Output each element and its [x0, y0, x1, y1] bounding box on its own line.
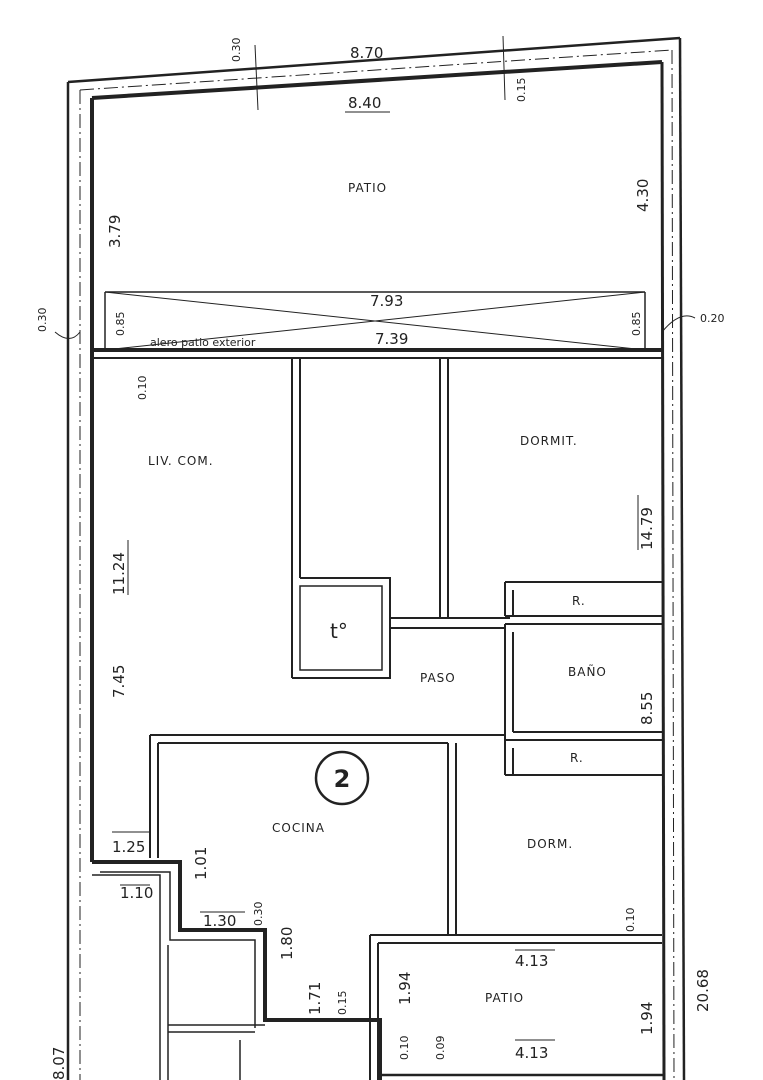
dim-194-right: 1.94 [638, 1002, 656, 1035]
wall-tcol-right [439, 358, 449, 618]
dim-194-left: 1.94 [396, 972, 414, 1005]
dim-739: 7.39 [375, 330, 408, 348]
dim-1124: 11.24 [110, 552, 128, 595]
wall-right-mid [671, 49, 675, 1080]
wall-kitchen-top [150, 734, 505, 744]
room-labels: PATIO LIV. COM. DORMIT. R. BAÑO R. t° PA… [148, 181, 607, 1005]
dim-101: 1.01 [192, 847, 210, 880]
dim-180: 1.80 [278, 927, 296, 960]
room-r2: R. [570, 751, 584, 765]
bano-walls [504, 624, 662, 740]
room-paso: PASO [420, 671, 456, 685]
leader-left [54, 331, 81, 339]
badge-number: 2 [334, 765, 351, 793]
room-t: t° [330, 619, 348, 643]
room-patio-top: PATIO [348, 181, 387, 195]
wall-top-inner [91, 60, 663, 100]
unit-badge: 2 [314, 750, 370, 806]
paso-top [390, 617, 510, 629]
patio-roof [92, 291, 662, 359]
badge-circle [314, 750, 370, 806]
wall-top-mid [79, 49, 673, 91]
dim-010-liv: 0.10 [136, 376, 149, 401]
dim-1479: 14.79 [638, 507, 656, 550]
dim-793: 7.93 [370, 292, 403, 310]
dim-009: 0.09 [434, 1036, 447, 1061]
dim-379: 3.79 [106, 215, 124, 248]
dim-171: 1.71 [306, 982, 324, 1015]
tick-1 [254, 44, 259, 111]
dim-015b: 0.15 [336, 991, 349, 1016]
dim-745: 7.45 [110, 665, 128, 698]
dimline-413 [515, 949, 555, 1041]
room-dormit: DORMIT. [520, 434, 578, 448]
dim-870: 8.70 [350, 44, 383, 62]
alero-label: alero patio exterior [150, 336, 256, 349]
dim-085-right: 0.85 [630, 312, 643, 337]
dim-125: 1.25 [112, 838, 145, 856]
wall-kitchen-left [149, 735, 159, 858]
dim-030-mid: 0.30 [252, 902, 265, 927]
dim-2068: 20.68 [694, 969, 712, 1012]
room-r1: R. [572, 594, 586, 608]
room-cocina: COCINA [272, 821, 325, 835]
dim-855: 8.55 [638, 692, 656, 725]
outer-walls [66, 36, 686, 1080]
dim-807: 8.07 [50, 1047, 68, 1080]
dimension-lines [54, 35, 696, 1041]
r1-box [504, 581, 662, 625]
dim-030-left: 0.30 [36, 308, 49, 333]
dim-030-top: 0.30 [230, 38, 243, 63]
leader-right [661, 315, 696, 333]
wall-liv-right [291, 358, 301, 678]
dim-130: 1.30 [203, 912, 236, 930]
dim-840: 8.40 [348, 94, 381, 112]
wall-dorm-left [447, 743, 457, 935]
room-bano: BAÑO [568, 664, 607, 679]
wall-dorm-bottom [370, 934, 662, 944]
lower-left-block [92, 874, 265, 1080]
room-dorm: DORM. [527, 837, 573, 851]
dim-010-dorm: 0.10 [624, 908, 637, 933]
wall-right-inner [660, 61, 666, 1080]
patio-left [369, 935, 379, 1080]
dim-020-right: 0.20 [700, 312, 725, 325]
dim-010-patio: 0.10 [398, 1036, 411, 1061]
dim-413-bot: 4.13 [515, 1044, 548, 1062]
roof-cross-2 [104, 291, 646, 351]
t-room-inner [299, 585, 383, 671]
dim-110: 1.10 [120, 884, 153, 902]
tick-2 [502, 35, 506, 101]
wall-step [92, 860, 382, 1080]
r2-box [504, 739, 662, 776]
room-living: LIV. COM. [148, 454, 214, 468]
interior-walls [92, 358, 664, 1080]
room-patio-bottom: PATIO [485, 991, 524, 1005]
dim-015: 0.15 [515, 78, 528, 103]
wall-step-inner [100, 871, 256, 1028]
dimension-texts: 8.70 8.40 7.93 7.39 0.20 1.25 1.10 1.30 … [36, 38, 725, 1080]
dim-413-top: 4.13 [515, 952, 548, 970]
dim-085-left: 0.85 [114, 312, 127, 337]
wall-right-outer [678, 37, 686, 1080]
dim-430: 4.30 [634, 179, 652, 212]
wall-top [67, 36, 681, 84]
